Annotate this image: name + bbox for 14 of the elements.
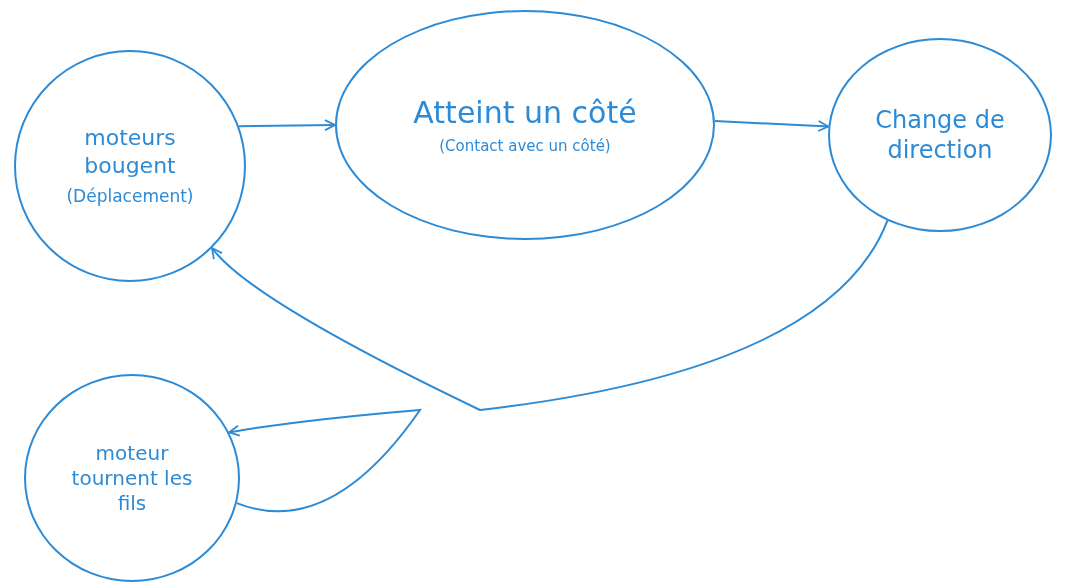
arrow [228,409,421,513]
node-label: Change de direction [874,105,1006,165]
state-ellipse [828,38,1052,232]
node-label: moteurs bougent [83,124,177,180]
node-label: Atteint un côté [413,93,637,131]
state-ellipse [335,10,715,240]
arrow [211,219,889,411]
node-sublabel: (Contact avec un côté) [439,137,611,157]
arrow [238,119,336,132]
state-ellipse [24,374,240,582]
arrow [713,120,830,132]
node-label: moteur tournent les fils [70,440,194,516]
state-ellipse [14,50,246,282]
node-sublabel: (Déplacement) [66,185,194,208]
